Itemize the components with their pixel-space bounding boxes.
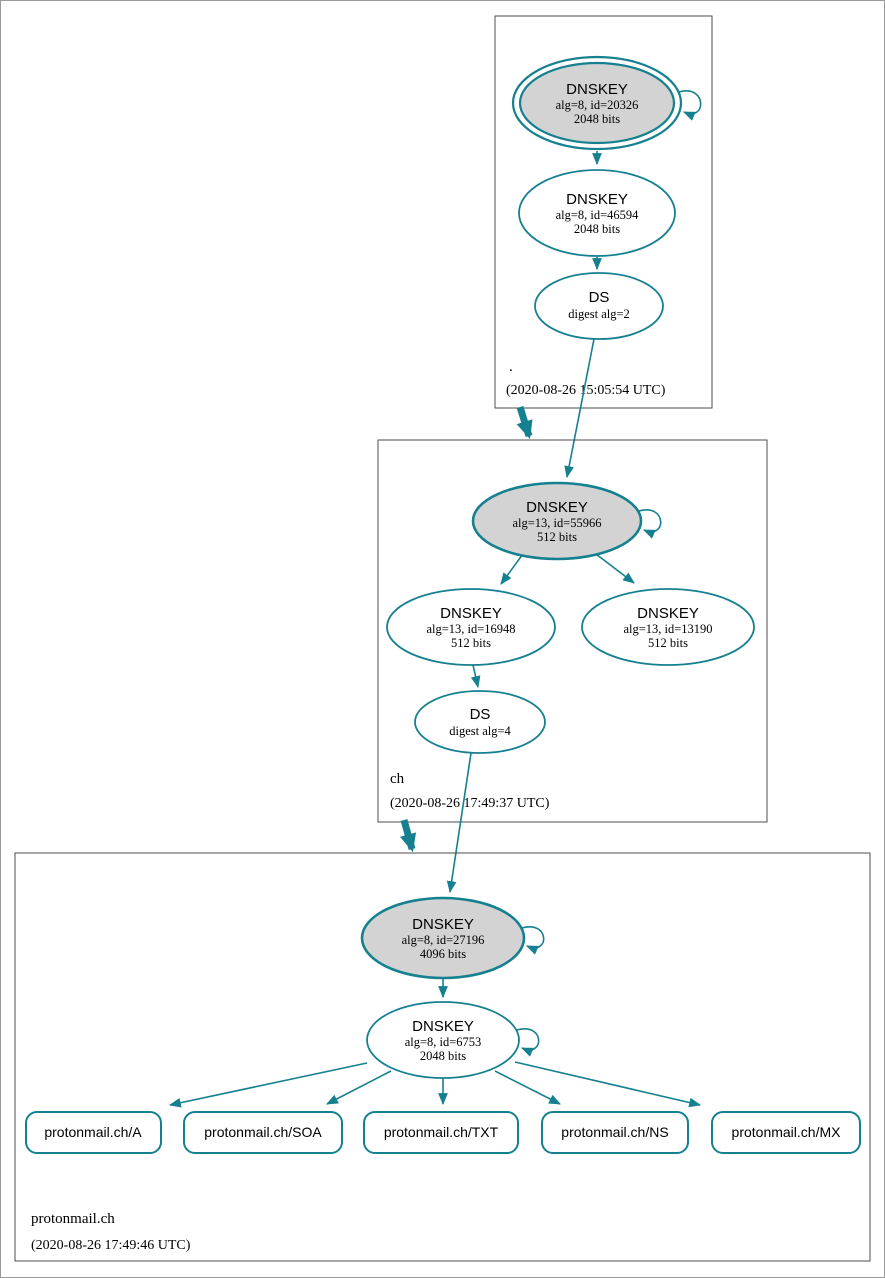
rrset-label: protonmail.ch/TXT: [384, 1124, 499, 1140]
zone-name-label: .: [509, 359, 513, 375]
dnskey-node-ch-13190[interactable]: DNSKEY alg=13, id=13190 512 bits: [581, 588, 755, 666]
node-ellipse: [534, 272, 664, 340]
zone-ch: DNSKEY alg=13, id=55966 512 bits DNSKEY …: [377, 439, 768, 823]
rrset-protonmail-ch-txt[interactable]: protonmail.ch/TXT: [363, 1111, 519, 1154]
rrset-rect: [711, 1111, 861, 1154]
ds-node-ch[interactable]: DS digest alg=4: [414, 690, 546, 754]
node-alg: alg=13, id=55966: [512, 516, 601, 530]
edge-ch-ds-to-protonmail-ksk: [446, 752, 472, 894]
zone-box-root: [494, 15, 713, 409]
zone-protonmail-ch: DNSKEY alg=8, id=27196 4096 bits DNSKEY …: [14, 852, 871, 1262]
edge-zsk-to-rrset-ns: [494, 1070, 561, 1105]
rrset-label: protonmail.ch/A: [44, 1124, 142, 1140]
zone-delegation-arrow-root-to-ch: [516, 405, 533, 440]
self-sign-loop-root-ksk: [678, 90, 702, 121]
rrset-protonmail-ch-a[interactable]: protonmail.ch/A: [25, 1111, 162, 1154]
node-ellipse: [414, 690, 546, 754]
rrset-label: protonmail.ch/MX: [732, 1124, 842, 1140]
dnskey-node-ch-ksk[interactable]: DNSKEY alg=13, id=55966 512 bits: [471, 481, 662, 561]
edge-zsk-to-rrset-soa: [326, 1070, 392, 1105]
rrset-label: protonmail.ch/SOA: [204, 1124, 322, 1140]
node-alg: alg=8, id=46594: [556, 208, 640, 222]
node-bits: 512 bits: [451, 636, 491, 650]
trust-anchor-inner-ring: [518, 61, 676, 145]
dnskey-node-ch-16948[interactable]: DNSKEY alg=13, id=16948 512 bits: [386, 588, 556, 666]
edge-zsk-to-rrset-mx: [514, 1061, 702, 1108]
zone-timestamp: (2020-08-26 17:49:37 UTC): [390, 796, 550, 811]
edge-root-ds-to-ch-ksk: [564, 338, 595, 479]
dnskey-node-protonmail-zsk[interactable]: DNSKEY alg=8, id=6753 2048 bits: [366, 1001, 540, 1079]
node-alg: alg=8, id=20326: [556, 98, 639, 112]
node-title: DNSKEY: [412, 916, 474, 933]
zone-timestamp: (2020-08-26 17:49:46 UTC): [31, 1238, 191, 1253]
zone-timestamp: (2020-08-26 15:05:54 UTC): [506, 383, 666, 398]
edge-ch-ksk-to-key2: [591, 550, 635, 584]
edge-ch-ksk-to-key1: [500, 553, 524, 585]
node-bits: 2048 bits: [574, 222, 620, 236]
node-alg: alg=13, id=16948: [426, 622, 515, 636]
node-title: DS: [589, 289, 610, 306]
node-title: DNSKEY: [566, 191, 628, 208]
node-bits: 2048 bits: [574, 112, 620, 126]
node-bits: 512 bits: [648, 636, 688, 650]
rrset-rect: [363, 1111, 519, 1154]
node-ellipse: [518, 169, 676, 257]
rrset-protonmail-ch-mx[interactable]: protonmail.ch/MX: [711, 1111, 861, 1154]
node-bits: 2048 bits: [420, 1049, 466, 1063]
zone-box-ch: [377, 439, 768, 823]
edge-ch-key1-to-ds: [470, 664, 481, 689]
node-title: DNSKEY: [566, 81, 628, 98]
node-title: DNSKEY: [526, 499, 588, 516]
rrset-label: protonmail.ch/NS: [561, 1124, 668, 1140]
node-alg: alg=8, id=27196: [402, 933, 485, 947]
zone-name-label: protonmail.ch: [31, 1211, 115, 1227]
node-title: DNSKEY: [412, 1018, 474, 1035]
node-detail: digest alg=4: [449, 724, 511, 738]
node-ellipse: [471, 481, 643, 561]
rrset-rect: [25, 1111, 162, 1154]
node-bits: 512 bits: [537, 530, 577, 544]
node-bits: 4096 bits: [420, 947, 466, 961]
dnskey-node-protonmail-ksk[interactable]: DNSKEY alg=8, id=27196 4096 bits: [360, 896, 545, 980]
self-sign-loop-protonmail-ksk: [521, 926, 545, 955]
dnskey-node-root-zsk[interactable]: DNSKEY alg=8, id=46594 2048 bits: [518, 169, 676, 257]
ds-node-root[interactable]: DS digest alg=2: [534, 272, 664, 340]
node-ellipse: [386, 588, 556, 666]
zone-root: DNSKEY alg=8, id=20326 2048 bits DNSKEY …: [494, 15, 713, 409]
node-title: DS: [470, 706, 491, 723]
node-title: DNSKEY: [440, 605, 502, 622]
node-alg: alg=13, id=13190: [623, 622, 712, 636]
node-ellipse: [366, 1001, 520, 1079]
self-sign-loop-protonmail-zsk: [516, 1028, 540, 1057]
node-ellipse: [360, 896, 526, 980]
edge-zsk-to-rrset-a: [168, 1062, 368, 1108]
self-sign-loop-ch-ksk: [638, 509, 662, 539]
zone-name-label: ch: [390, 771, 405, 787]
rrset-protonmail-ch-soa[interactable]: protonmail.ch/SOA: [183, 1111, 343, 1154]
rrset-rect: [541, 1111, 689, 1154]
node-detail: digest alg=2: [568, 307, 630, 321]
node-alg: alg=8, id=6753: [405, 1035, 482, 1049]
node-ellipse: [581, 588, 755, 666]
zone-box-protonmail-ch: [14, 852, 871, 1262]
node-title: DNSKEY: [637, 605, 699, 622]
zone-delegation-arrow-ch-to-protonmail: [399, 819, 417, 853]
rrset-rect: [183, 1111, 343, 1154]
dnskey-node-root-ksk[interactable]: DNSKEY alg=8, id=20326 2048 bits: [511, 55, 702, 151]
rrset-protonmail-ch-ns[interactable]: protonmail.ch/NS: [541, 1111, 689, 1154]
